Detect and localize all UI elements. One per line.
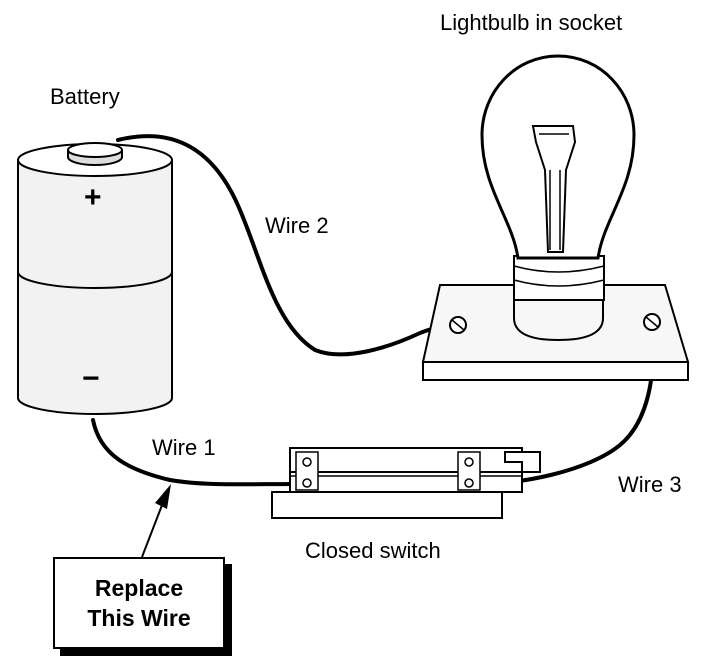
battery-label: Battery: [50, 84, 120, 109]
wire-2-label: Wire 2: [265, 213, 329, 238]
battery-positive-sign: +: [84, 181, 102, 214]
replace-wire-callout: Replace This Wire: [53, 557, 225, 649]
wire-1-label: Wire 1: [152, 435, 216, 460]
battery: [17, 142, 173, 415]
lightbulb-label: Lightbulb in socket: [440, 10, 623, 35]
callout-arrow: [141, 484, 171, 558]
callout-line-1: Replace: [94, 575, 184, 601]
wire-3-label: Wire 3: [618, 472, 682, 497]
switch-label: Closed switch: [305, 538, 441, 563]
filament-support: [531, 125, 577, 253]
wire-1: [91, 418, 299, 487]
callout-line-2: This Wire: [87, 605, 191, 631]
closed-switch: [271, 447, 541, 519]
lightbulb: [480, 54, 636, 260]
wire-2: [116, 134, 460, 357]
lightbulb-socket: [421, 255, 690, 381]
battery-negative-sign: −: [82, 362, 100, 395]
